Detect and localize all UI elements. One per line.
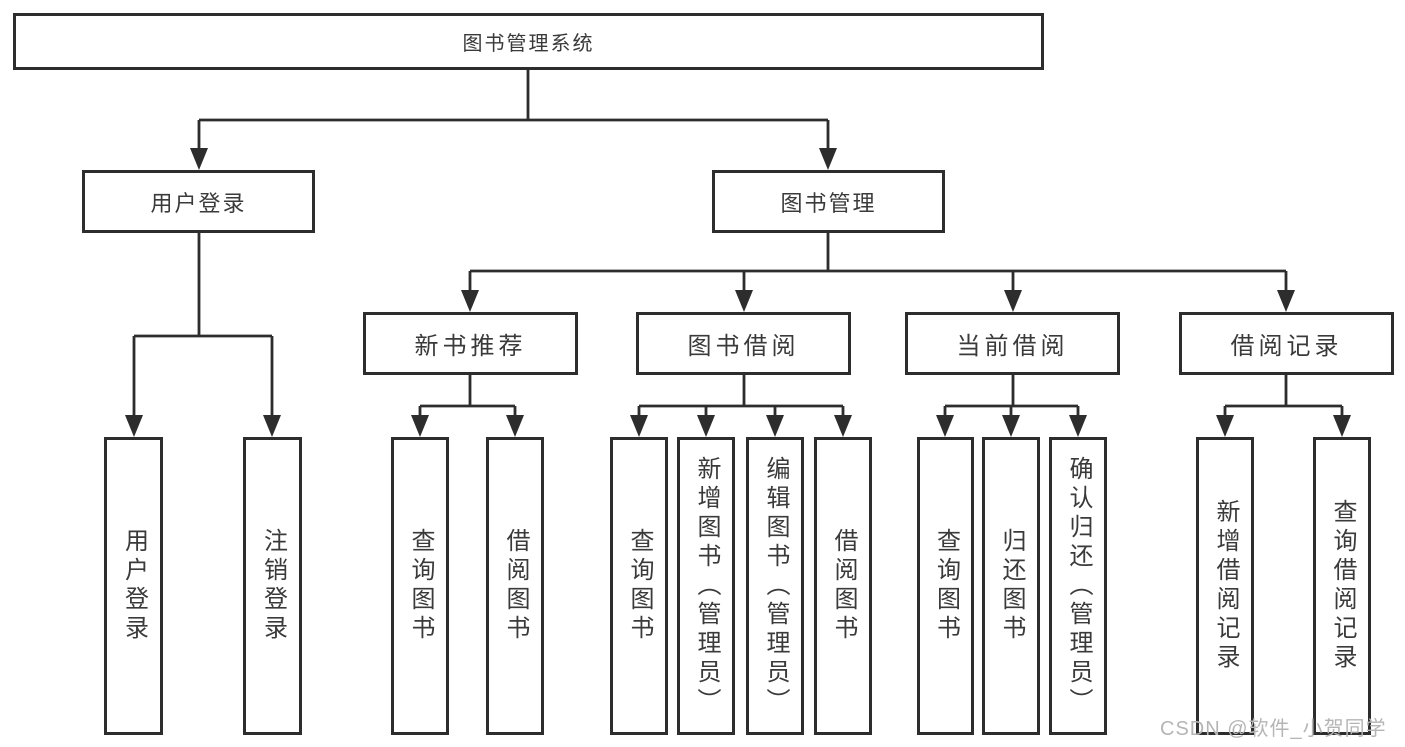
leaf-query-borrow-record: 查询借阅记录 — [1313, 437, 1371, 735]
leaf-edit-books-admin: 编辑图书（管理员） — [746, 437, 804, 735]
leaf-query-books-recommend: 查询图书 — [391, 437, 449, 735]
leaf-label: 确认归还（管理员） — [1065, 455, 1092, 717]
leaf-label: 借阅图书 — [502, 528, 529, 644]
node-label: 当前借阅 — [956, 333, 1069, 360]
leaf-query-books-borrowing: 查询图书 — [610, 437, 668, 735]
leaf-user-login: 用户登录 — [104, 437, 163, 735]
leaf-borrow-books-borrowing: 借阅图书 — [814, 437, 872, 735]
node-book-borrowing: 图书借阅 — [636, 312, 851, 375]
leaf-label: 用户登录 — [120, 528, 148, 644]
leaf-label: 新增借阅记录 — [1212, 499, 1239, 673]
leaf-add-borrow-record: 新增借阅记录 — [1196, 437, 1254, 735]
arrowheads — [125, 148, 1351, 437]
node-new-book-recommend: 新书推荐 — [363, 312, 578, 375]
leaf-label: 查询图书 — [932, 528, 960, 644]
leaf-add-books-admin: 新增图书（管理员） — [677, 437, 735, 735]
node-label: 用户登录 — [150, 190, 247, 216]
leaf-label: 新增图书（管理员） — [693, 455, 720, 717]
node-label: 借阅记录 — [1230, 333, 1343, 360]
leaf-label: 注销登录 — [259, 528, 287, 644]
leaf-label: 查询借阅记录 — [1329, 499, 1356, 673]
leaf-confirm-return-admin: 确认归还（管理员） — [1049, 437, 1107, 735]
node-current-borrowing: 当前借阅 — [905, 312, 1120, 375]
leaf-label: 归还图书 — [998, 528, 1025, 644]
leaf-query-books-current: 查询图书 — [917, 437, 974, 735]
node-label: 图书管理 — [780, 190, 877, 216]
leaf-logout: 注销登录 — [243, 437, 302, 735]
leaf-borrow-books-recommend: 借阅图书 — [486, 437, 544, 735]
leaf-label: 查询图书 — [407, 528, 434, 644]
node-user-login: 用户登录 — [82, 170, 315, 233]
node-label: 图书管理系统 — [462, 33, 595, 55]
node-label: 新书推荐 — [414, 333, 527, 360]
leaf-label: 编辑图书（管理员） — [762, 455, 789, 717]
leaf-label: 借阅图书 — [830, 528, 857, 644]
leaf-return-books: 归还图书 — [982, 437, 1040, 735]
node-label: 图书借阅 — [687, 333, 800, 360]
node-library-management-system: 图书管理系统 — [13, 13, 1044, 70]
leaf-label: 查询图书 — [626, 528, 653, 644]
node-book-management: 图书管理 — [712, 170, 945, 233]
csdn-watermark: CSDN @软件_小贺同学 — [1160, 718, 1387, 740]
node-borrowing-records: 借阅记录 — [1179, 312, 1394, 375]
